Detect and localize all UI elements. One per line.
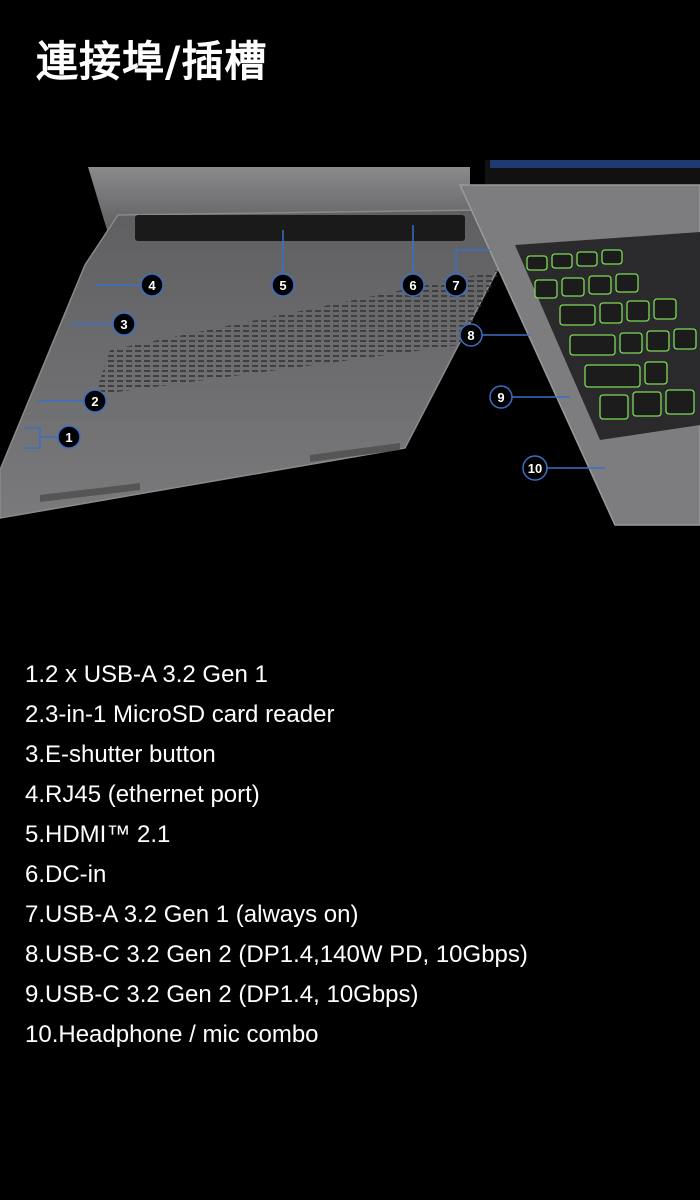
callout-9: 9 <box>489 385 513 409</box>
callout-2: 2 <box>83 389 107 413</box>
svg-text:1: 1 <box>65 430 72 445</box>
svg-text:6: 6 <box>409 278 416 293</box>
spec-item: 3.E-shutter button <box>25 741 216 768</box>
callout-4: 4 <box>140 273 164 297</box>
laptop-ports-illustration: 1 2 3 4 5 6 7 8 9 10 <box>0 160 700 526</box>
spec-item: 2.3-in-1 MicroSD card reader <box>25 701 335 728</box>
callout-8: 8 <box>459 323 483 347</box>
svg-text:2: 2 <box>91 394 98 409</box>
svg-text:10: 10 <box>528 461 542 476</box>
svg-text:4: 4 <box>148 278 156 293</box>
callout-1: 1 <box>57 425 81 449</box>
svg-text:7: 7 <box>452 278 459 293</box>
page-title: 連接埠/插槽 <box>36 37 268 86</box>
laptop-keyboard-deck <box>458 160 700 526</box>
spec-item: 6.DC-in <box>25 861 107 888</box>
spec-item: 9.USB-C 3.2 Gen 2 (DP1.4, 10Gbps) <box>25 981 419 1008</box>
spec-item: 8.USB-C 3.2 Gen 2 (DP1.4,140W PD, 10Gbps… <box>25 941 528 968</box>
svg-text:5: 5 <box>279 278 286 293</box>
callout-7: 7 <box>444 273 468 297</box>
spec-item: 7.USB-A 3.2 Gen 1 (always on) <box>25 901 359 928</box>
callout-10: 10 <box>522 455 548 481</box>
callout-6: 6 <box>401 273 425 297</box>
spec-item: 1.2 x USB-A 3.2 Gen 1 <box>25 661 268 688</box>
svg-text:9: 9 <box>497 390 504 405</box>
spec-item: 4.RJ45 (ethernet port) <box>25 781 260 808</box>
port-spec-list: 1.2 x USB-A 3.2 Gen 1 2.3-in-1 MicroSD c… <box>25 655 528 1055</box>
svg-text:3: 3 <box>120 317 127 332</box>
svg-text:8: 8 <box>467 328 474 343</box>
callout-5: 5 <box>271 273 295 297</box>
callout-3: 3 <box>112 312 136 336</box>
laptop-bottom-panel <box>0 209 501 519</box>
callout-leader-lines <box>25 225 605 469</box>
callout-markers: 1 2 3 4 5 6 7 8 9 10 <box>57 273 548 481</box>
spec-item: 5.HDMI™ 2.1 <box>25 821 171 848</box>
spec-item: 10.Headphone / mic combo <box>25 1021 319 1048</box>
